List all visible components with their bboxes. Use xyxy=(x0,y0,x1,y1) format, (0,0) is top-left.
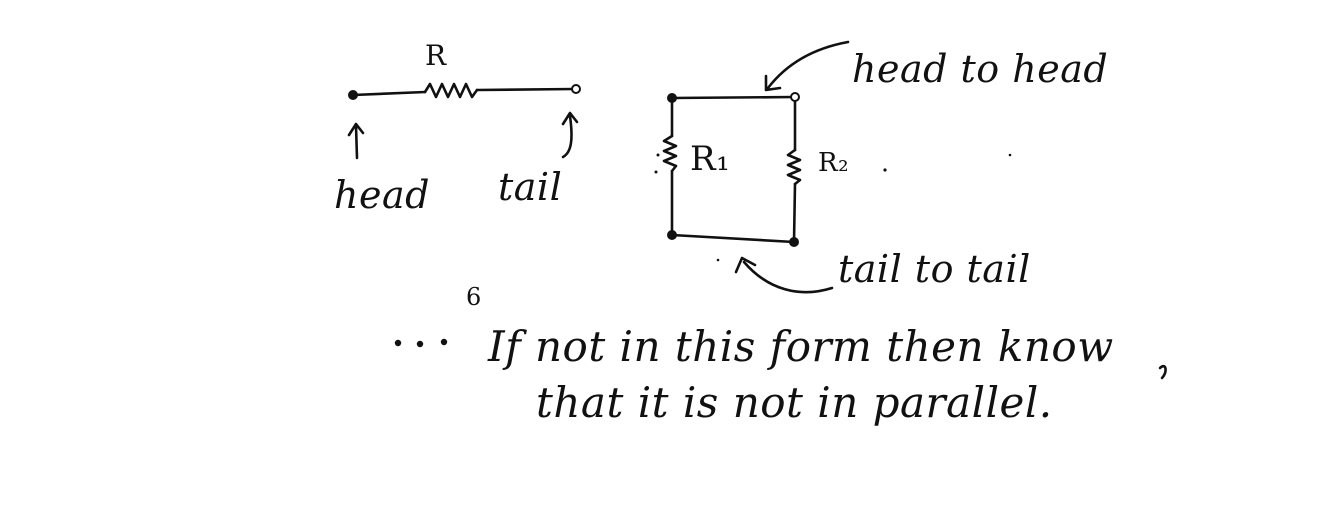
bottom-left-node xyxy=(667,230,677,240)
ellipsis-dot-2 xyxy=(416,340,424,348)
single-resistor-diagram xyxy=(347,82,581,160)
tail-label: tail xyxy=(498,165,563,209)
tail-arrow xyxy=(561,111,579,159)
note-line-2: that it is not in parallel. xyxy=(536,378,1053,427)
head-to-head-arrow xyxy=(764,40,850,92)
right-wire-lower xyxy=(792,182,797,244)
top-left-node xyxy=(667,93,677,103)
note-line-1: If not in this form then know xyxy=(488,322,1114,371)
resistor-wire-left xyxy=(351,90,427,97)
resistor-zigzag xyxy=(423,82,479,99)
ink-marks xyxy=(394,153,1167,380)
head-node xyxy=(348,90,358,100)
r1-zigzag xyxy=(662,134,678,173)
tail-node xyxy=(571,84,581,94)
ellipsis-dot-3 xyxy=(440,338,448,346)
tail-to-tail-label: tail to tail xyxy=(838,247,1031,291)
top-right-node xyxy=(790,92,800,102)
closing-quote-mark xyxy=(1158,364,1167,380)
bottom-wire xyxy=(670,233,796,244)
r1-label: R₁ xyxy=(690,139,731,179)
bottom-right-node xyxy=(789,237,799,247)
head-to-head-label: head to head xyxy=(852,47,1109,91)
r2-zigzag xyxy=(786,148,802,186)
resistor-label: R xyxy=(425,39,447,72)
tail-to-tail-arrow xyxy=(734,256,834,294)
top-wire xyxy=(670,95,797,100)
head-arrow xyxy=(347,122,365,160)
head-label: head xyxy=(334,173,430,217)
ellipsis-dot-1 xyxy=(394,339,402,347)
r2-label: R₂ xyxy=(818,148,849,178)
resistor-wire-right xyxy=(475,87,577,92)
note-mark: 6 xyxy=(466,283,482,311)
parallel-circuit-diagram xyxy=(662,40,850,294)
